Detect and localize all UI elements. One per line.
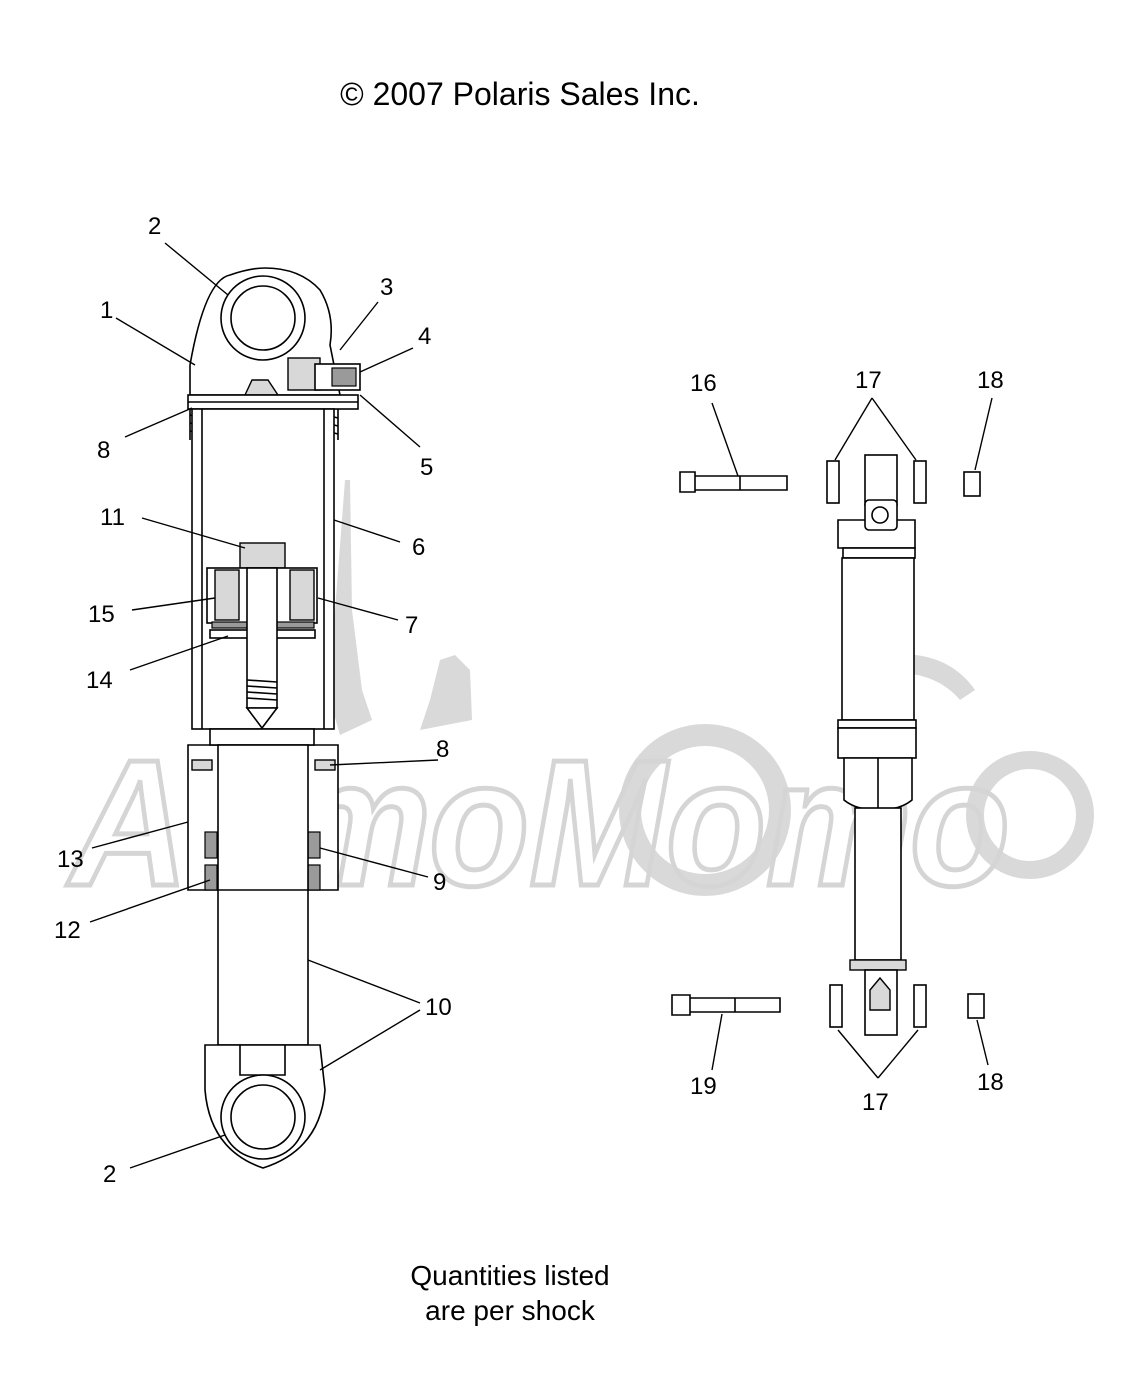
bottom-bushing-inner [230,1084,296,1150]
bolt-lower [671,994,781,1016]
callout-17-bottom: 17 [862,1089,889,1116]
callout-1: 1 [100,297,113,324]
callout-10: 10 [425,994,452,1021]
seal-left-lower [204,864,218,891]
callout-8-top: 8 [97,437,110,464]
callout-5: 5 [420,454,433,481]
quantity-note-line2: are per shock [425,1295,596,1326]
callout-3: 3 [380,274,393,301]
callout-4: 4 [418,323,431,350]
callout-7: 7 [405,612,418,639]
callout-15: 15 [88,601,115,628]
right-leader-lines [711,397,993,1079]
seal-left-upper [204,831,218,859]
callout-12: 12 [54,917,81,944]
callout-18-bottom: 18 [977,1069,1004,1096]
quantity-note-line1: Quantities listed [410,1260,609,1291]
callout-9: 9 [433,869,446,896]
left-leader-lines [89,242,439,1169]
callout-17-top: 17 [855,367,882,394]
nut-upper [963,471,981,497]
top-clevis-bolt-head [871,506,889,524]
side-body-cylinder [841,557,915,721]
callout-8-bottom: 8 [436,736,449,763]
side-bearing-housing [837,727,917,759]
shock-shaft [217,744,309,1046]
spacer-bottom-right [913,984,927,1028]
piston-rod [246,567,278,709]
valve-cap [331,367,357,387]
callout-18-top: 18 [977,367,1004,394]
nut-lower [967,993,985,1019]
callout-labels: 1 2 3 4 5 8 6 11 15 7 14 8 13 9 12 10 2 … [54,213,1004,1188]
side-shaft [854,807,902,961]
top-bushing-inner [230,285,296,351]
top-clevis [864,454,898,506]
retaining-ring-left [191,759,213,771]
callout-13: 13 [57,846,84,873]
callout-2-bottom: 2 [103,1161,116,1188]
copyright-text: © 2007 Polaris Sales Inc. [340,76,700,112]
callout-19: 19 [690,1073,717,1100]
callout-16: 16 [690,370,717,397]
seal-right-lower [307,864,321,891]
spacer-top-right [913,460,927,504]
callout-11: 11 [100,504,125,531]
shock-side-view [671,454,985,1036]
spacer-bottom-left [829,984,843,1028]
callout-2-top: 2 [148,213,161,240]
callout-14: 14 [86,667,113,694]
bolt-upper [679,471,788,493]
seal-right-upper [307,831,321,859]
piston-rod-top [239,542,286,569]
inner-shaft-top [209,728,315,746]
callout-6: 6 [412,534,425,561]
shock-cross-section [187,267,361,1169]
top-collar [842,547,916,559]
spacer-top-left [826,460,840,504]
